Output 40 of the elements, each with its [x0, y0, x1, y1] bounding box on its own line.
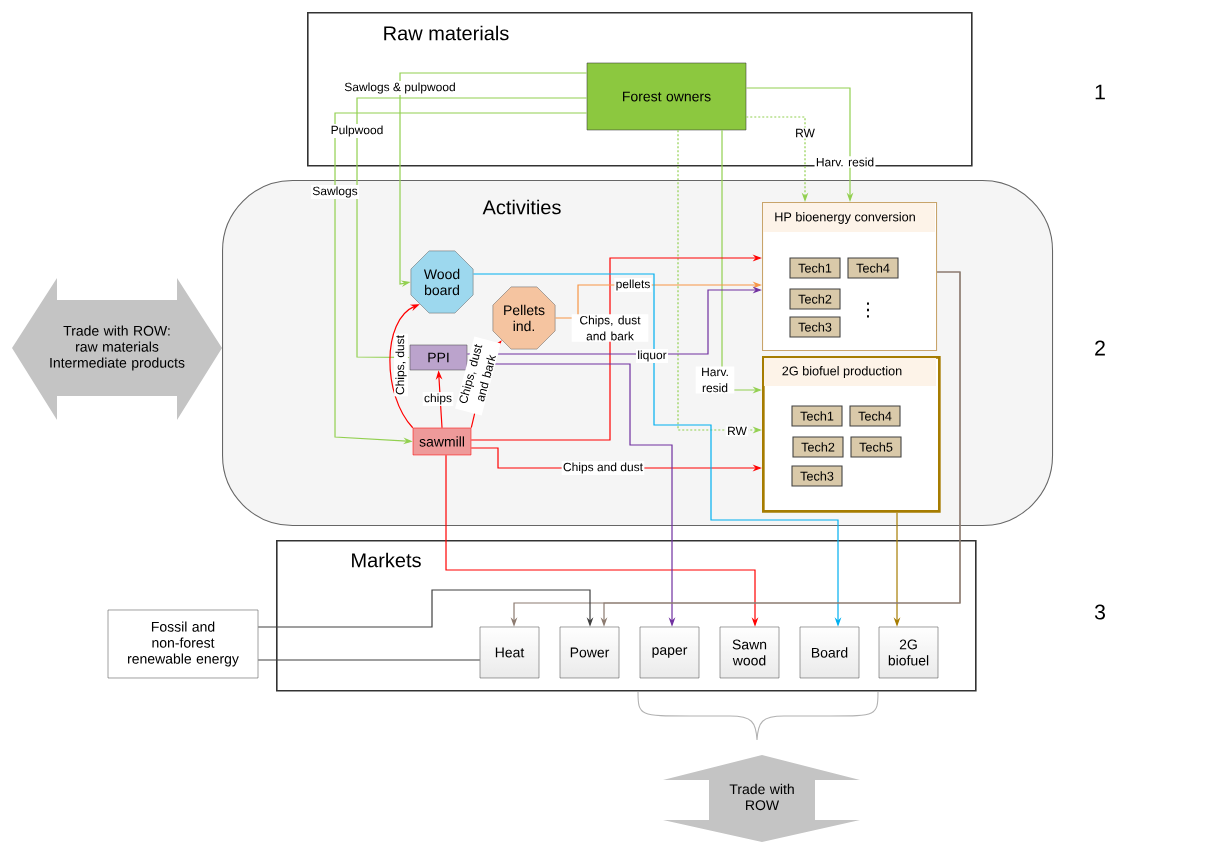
box: Heat	[479, 626, 540, 679]
edge-label: Chips, dust and bark	[455, 336, 501, 416]
edge-label: Sawlogs	[311, 185, 359, 199]
octagon: Wood board	[410, 250, 474, 314]
edge-label: Harv. resid	[814, 156, 876, 168]
box: Sawn wood	[719, 626, 780, 679]
process-box: Forest owners	[586, 62, 747, 131]
section-number: 3	[1094, 604, 1105, 620]
box: Tech1	[789, 257, 841, 279]
box: Tech4	[847, 257, 899, 279]
box: Fossil and non-forest renewable energy	[107, 609, 259, 679]
ellipsis: ⋮	[867, 302, 869, 318]
process-box: PPI	[409, 344, 468, 371]
box: Tech3	[789, 316, 841, 338]
process-box: sawmill	[412, 427, 472, 456]
octagon: Pellets ind.	[492, 286, 556, 350]
edge-label: liquor	[636, 349, 668, 363]
section-number: 2	[1095, 340, 1105, 356]
box: Tech1	[791, 405, 843, 427]
box: Tech2	[792, 436, 844, 458]
box: Power	[559, 626, 620, 679]
edge-label: pellets	[614, 278, 652, 292]
edge-label: RW	[725, 425, 749, 437]
box: Tech4	[849, 405, 901, 427]
edge-label: RW	[793, 127, 817, 139]
edge-label: Chips, dust	[394, 333, 408, 397]
edge-label: Chips and dust	[561, 461, 645, 475]
box: Tech3	[791, 465, 843, 487]
edge-label: chips	[422, 392, 454, 406]
edge-label: Sawlogs & pulpwood	[342, 81, 458, 95]
arrow	[356, 97, 588, 361]
edge-label: Pulpwood	[329, 124, 385, 138]
arrow	[257, 589, 594, 628]
section-number: 1	[1095, 84, 1105, 100]
box: Tech5	[850, 436, 902, 458]
box: 2G biofuel	[878, 626, 939, 679]
box: paper	[639, 626, 700, 679]
edge-label: Harv. resid	[695, 366, 735, 394]
box: Tech2	[789, 288, 841, 310]
box: Board	[799, 626, 860, 679]
